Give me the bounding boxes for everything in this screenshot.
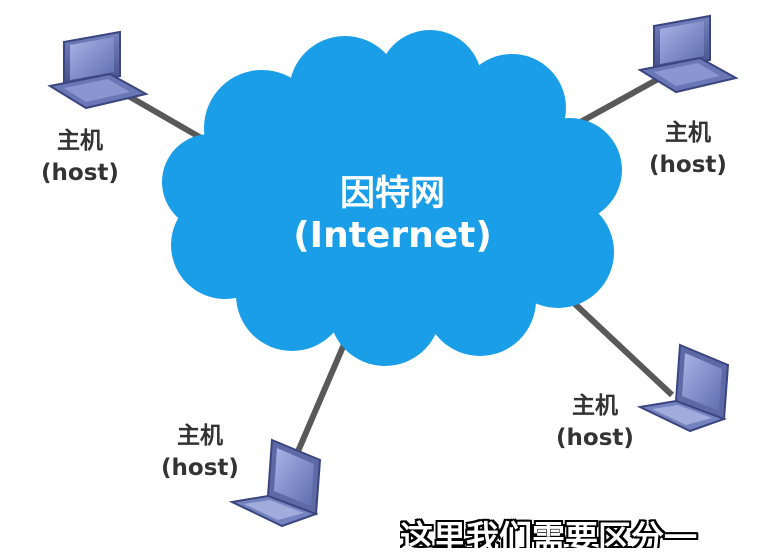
host-label-top-right: 主机 (host) (628, 117, 748, 181)
host-name: 主机 (572, 393, 618, 419)
link-line-bottom-right (557, 287, 675, 398)
link-line-bottom-left (287, 333, 351, 472)
host-label-top-left: 主机 (host) (20, 125, 140, 189)
desktop-computer-icon (637, 14, 739, 94)
host-type: (host) (41, 160, 119, 186)
laptop-icon (228, 438, 322, 528)
host-name: 主机 (57, 128, 103, 154)
host-type: (host) (649, 152, 727, 178)
host-name: 主机 (665, 120, 711, 146)
laptop-icon (636, 343, 730, 433)
host-label-bottom-right: 主机 (host) (535, 390, 655, 454)
cloud-title: 因特网 (339, 174, 445, 214)
link-line-top-right (573, 75, 662, 128)
host-name: 主机 (177, 423, 223, 449)
host-type: (host) (556, 425, 634, 451)
desktop-computer-icon (47, 30, 149, 110)
video-caption: 这里我们需要区分一 (400, 518, 697, 548)
host-type: (host) (161, 455, 239, 481)
cloud-subtitle: (Internet) (293, 215, 492, 256)
host-label-bottom-left: 主机 (host) (140, 420, 260, 484)
internet-cloud (162, 30, 622, 366)
